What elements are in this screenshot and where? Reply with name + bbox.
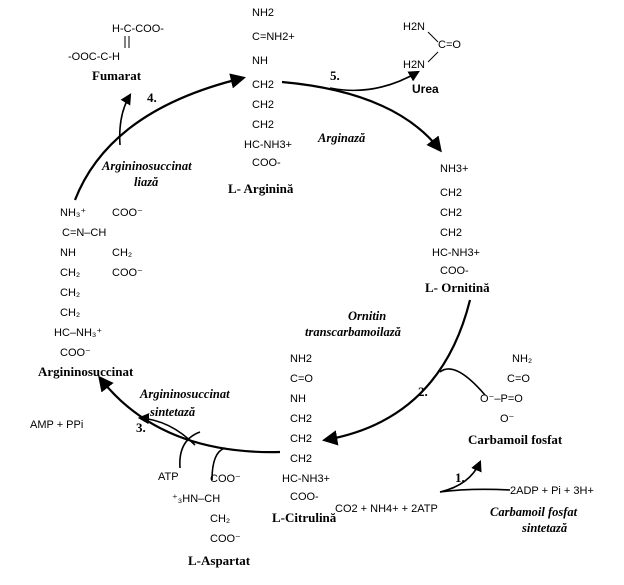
arc-ornithine-to-citrulline [321, 299, 472, 446]
svg-text:C=O: C=O [507, 373, 530, 385]
svg-text:⁺₃HN–CH: ⁺₃HN–CH [172, 493, 220, 505]
svg-text:CH2: CH2 [440, 187, 462, 199]
fumarate-bottom: -OOC-C-H [68, 51, 120, 63]
svg-text:NH: NH [60, 247, 76, 259]
svg-text:NH2: NH2 [252, 7, 274, 19]
aspartate-name: L-Aspartat [188, 553, 251, 568]
arrow-step1-products [439, 488, 511, 493]
arc-citrulline-to-argininosuccinate [98, 375, 281, 454]
svg-text:COO⁻: COO⁻ [112, 267, 143, 279]
products-label: 2ADP + Pi + 3H+ [510, 485, 594, 497]
urea-name: Urea [412, 82, 439, 96]
enzyme-arginase: Arginază [317, 131, 365, 145]
svg-text:O⁻: O⁻ [500, 413, 515, 425]
arginine-structure: NH2 C=NH2+ NH CH2 CH2 CH2 HC-NH3+ COO- L… [228, 7, 295, 196]
svg-text:NH₂: NH₂ [512, 353, 532, 365]
step-4: 4. [147, 90, 157, 105]
step-3: 3. [136, 420, 146, 435]
svg-text:HC-NH3+: HC-NH3+ [244, 139, 292, 151]
step-5: 5. [330, 68, 340, 83]
citrulline-name: L-Citrulină [272, 510, 337, 525]
svg-text:NH2: NH2 [290, 353, 312, 365]
svg-text:COO⁻: COO⁻ [210, 473, 241, 485]
fumarate-name: Fumarat [92, 68, 142, 83]
svg-text:C=N–CH: C=N–CH [62, 227, 106, 239]
ornithine-name: L- Ornitină [425, 280, 490, 295]
svg-text:NH: NH [290, 393, 306, 405]
enzyme-otc-2: transcarbamoilază [305, 325, 401, 339]
svg-text:CH2: CH2 [290, 413, 312, 425]
enzyme-cps-2: sintetază [521, 521, 567, 535]
enzyme-lyase-2: liază [134, 175, 158, 189]
svg-text:CH2: CH2 [290, 453, 312, 465]
arrow-amp-out [137, 413, 196, 446]
svg-text:CH₂: CH₂ [112, 247, 132, 259]
svg-text:O⁻–P=O: O⁻–P=O [480, 393, 523, 405]
arrow-to-fumarate [118, 93, 132, 146]
svg-text:CH2: CH2 [252, 99, 274, 111]
citrulline-structure: NH2 C=O NH CH2 CH2 CH2 HC-NH3+ COO- L-Ci… [272, 353, 337, 525]
svg-text:CH₂: CH₂ [210, 513, 230, 525]
svg-text:COO⁻: COO⁻ [210, 533, 241, 545]
svg-text:COO⁻: COO⁻ [60, 347, 91, 359]
svg-text:CH₂: CH₂ [60, 287, 80, 299]
svg-text:CH2: CH2 [252, 79, 274, 91]
svg-text:COO⁻: COO⁻ [112, 207, 143, 219]
svg-text:CH2: CH2 [440, 227, 462, 239]
enzyme-lyase-1: Argininosuccinat [101, 159, 192, 173]
arc-argininosuccinate-to-arginine [73, 73, 246, 201]
svg-text:H2N: H2N [403, 21, 425, 33]
carbamoyl-phosphate-structure: NH₂ C=O O⁻–P=O O⁻ Carbamoil fosfat [468, 353, 563, 447]
enzyme-cps-1: Carbamoil fosfat [490, 505, 578, 519]
svg-text:C=NH2+: C=NH2+ [252, 31, 295, 43]
svg-text:CH₂: CH₂ [60, 267, 80, 279]
atp-label: ATP [158, 471, 179, 483]
step-2: 2. [418, 384, 428, 399]
fumarate-top: H-C-COO- [112, 23, 164, 35]
svg-text:CH₂: CH₂ [60, 307, 80, 319]
enzyme-synthetase-2: sintetază [149, 405, 195, 419]
arrow-to-urea [329, 70, 420, 92]
fumarate-structure: H-C-COO- -OOC-C-H Fumarat [68, 23, 164, 83]
aspartate-structure: COO⁻ ⁺₃HN–CH CH₂ COO⁻ L-Aspartat [172, 473, 251, 568]
svg-text:COO-: COO- [252, 157, 281, 169]
arginine-name: L- Arginină [228, 181, 294, 196]
svg-text:C=O: C=O [438, 39, 461, 51]
enzyme-otc-1: Ornitin [348, 309, 386, 323]
amp-ppi-label: AMP + PPi [30, 419, 83, 431]
svg-text:NH: NH [252, 55, 268, 67]
carbamoyl-phosphate-name: Carbamoil fosfat [468, 432, 563, 447]
enzyme-synthetase-1: Argininosuccinat [139, 387, 230, 401]
svg-text:NH₃⁺: NH₃⁺ [60, 207, 86, 219]
arrow-carbamoyl-in [439, 368, 486, 396]
ornithine-structure: NH3+ CH2 CH2 CH2 HC-NH3+ COO- L- Ornitin… [425, 163, 490, 295]
svg-text:C=O: C=O [290, 373, 313, 385]
svg-text:CH2: CH2 [440, 207, 462, 219]
argininosuccinate-name: Argininosuccinat [38, 364, 134, 379]
svg-text:HC-NH3+: HC-NH3+ [432, 247, 480, 259]
urea-structure: H2N C=O H2N Urea [403, 21, 461, 96]
svg-text:H2N: H2N [403, 59, 425, 71]
substrates-label: CO2 + NH4+ + 2ATP [335, 503, 438, 515]
arc-arginine-to-ornithine [281, 80, 442, 153]
svg-text:NH3+: NH3+ [440, 163, 468, 175]
svg-text:COO-: COO- [290, 491, 319, 503]
svg-text:HC-NH3+: HC-NH3+ [282, 473, 330, 485]
argininosuccinate-structure: NH₃⁺ COO⁻ C=N–CH NH CH₂ CH₂ COO⁻ CH₂ CH₂… [38, 207, 143, 379]
svg-text:CH2: CH2 [290, 433, 312, 445]
svg-text:COO-: COO- [440, 265, 469, 277]
svg-text:CH2: CH2 [252, 119, 274, 131]
arrow-atp-in [179, 431, 201, 469]
step-1: 1. [455, 470, 465, 485]
svg-text:HC–NH₃⁺: HC–NH₃⁺ [54, 327, 102, 339]
arrow-aspartate-in [211, 447, 226, 481]
